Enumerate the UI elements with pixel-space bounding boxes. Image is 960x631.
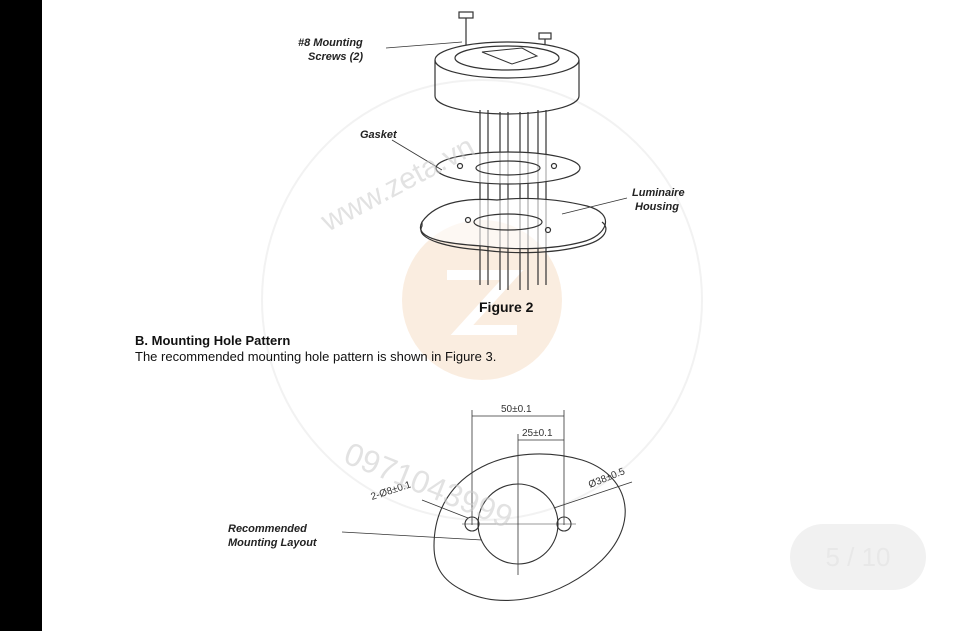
page-indicator: 5 / 10	[790, 524, 926, 590]
drawing-canvas: #8 Mounting Screws (2) Gasket Luminaire …	[228, 11, 703, 601]
housing-label-line2: Housing	[635, 201, 679, 213]
figure-2-drawing	[385, 11, 628, 290]
screws-label-line2: Screws (2)	[308, 51, 363, 63]
section-body: The recommended mounting hole pattern is…	[135, 349, 497, 364]
figure-2-caption: Figure 2	[479, 299, 534, 315]
watermark-phone: 0971043999	[339, 435, 517, 535]
layout-label-line1: Recommended	[228, 523, 307, 535]
dim-diameter: Ø38±0.5	[587, 466, 627, 491]
document-page: #8 Mounting Screws (2) Gasket Luminaire …	[42, 0, 960, 631]
section-heading: B. Mounting Hole Pattern	[135, 333, 291, 348]
screws-label-line1: #8 Mounting	[298, 37, 363, 49]
dim-outer: 50±0.1	[501, 404, 532, 415]
dim-inner: 25±0.1	[522, 428, 553, 439]
figure-3-drawing	[341, 410, 633, 601]
gasket-label: Gasket	[360, 129, 398, 141]
housing-label-line1: Luminaire	[632, 187, 685, 199]
layout-label-line2: Mounting Layout	[228, 537, 318, 549]
